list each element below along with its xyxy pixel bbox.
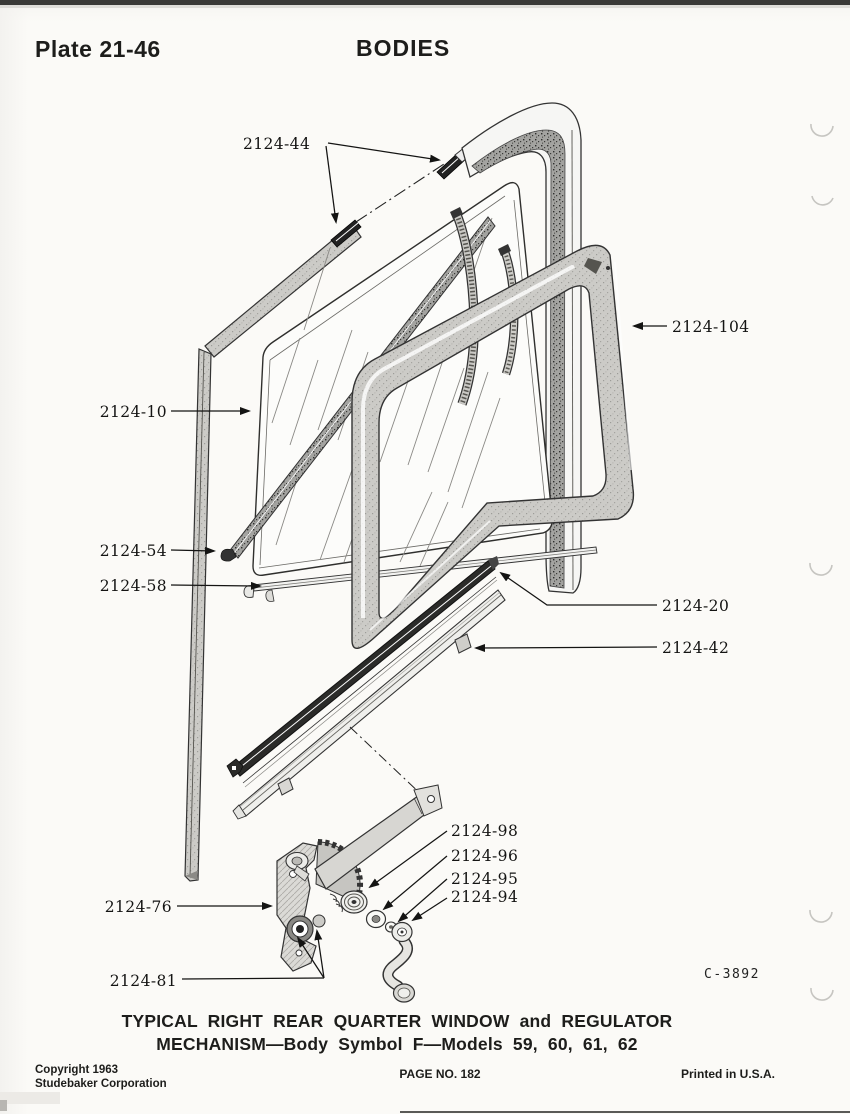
punch-hole (810, 987, 834, 1001)
scan-edge-top (0, 0, 850, 5)
caption-line-1: TYPICAL RIGHT REAR QUARTER WINDOW and RE… (121, 1011, 673, 1031)
window-frame (351, 244, 635, 649)
weatherstrip-end-curl (243, 585, 255, 598)
copyright-line-1: Copyright 1963 (35, 1064, 119, 1076)
figure-caption: TYPICAL RIGHT REAR QUARTER WINDOW and RE… (0, 1010, 794, 1056)
punch-hole (811, 195, 834, 206)
part-label-2124-94: 2124-94 (451, 888, 518, 906)
part-label-2124-54: 2124-54 (100, 542, 167, 560)
channel-end-hook (232, 804, 247, 820)
part-label-2124-10: 2124-10 (100, 403, 167, 421)
part-label-2124-104: 2124-104 (672, 318, 749, 336)
part-label-2124-20: 2124-20 (662, 597, 729, 615)
lower-channel-light (232, 589, 506, 820)
regulator-arm (314, 795, 429, 890)
punch-holes (809, 123, 834, 1001)
regulator-spring-cup (340, 890, 368, 914)
part-label-2124-81: 2124-81 (110, 972, 177, 990)
run-channel-left-leg (184, 348, 212, 882)
punch-hole (809, 909, 833, 923)
handle-washer (365, 909, 387, 929)
copyright-line-2: Studebaker Corporation (35, 1078, 167, 1090)
caption-line-2: MECHANISM—Body Symbol F—Models 59, 60, 6… (156, 1034, 638, 1054)
part-label-2124-95: 2124-95 (451, 870, 518, 888)
part-label-2124-76: 2124-76 (105, 898, 172, 916)
part-label-2124-42: 2124-42 (662, 639, 729, 657)
page-number: PAGE NO. 182 (399, 1067, 481, 1081)
scan-smudge (0, 1092, 60, 1104)
channel-end-curl (220, 548, 237, 562)
crank-handle (382, 921, 416, 1003)
scan-edge-top-shadow (0, 5, 850, 8)
scan-smudge (0, 1100, 7, 1111)
plate-number: Plate 21-46 (35, 36, 161, 62)
punch-hole (810, 123, 834, 137)
page-title: BODIES (356, 35, 451, 61)
leader-lines (170, 142, 667, 980)
copyright-note: Copyright 1963 Studebaker Corporation (35, 1063, 167, 1091)
run-channel-assembly (184, 102, 582, 882)
part-label-2124-98: 2124-98 (451, 822, 518, 840)
part-label-2124-96: 2124-96 (451, 847, 518, 865)
figure-code: C-3892 (704, 967, 760, 982)
punch-hole (809, 562, 833, 576)
part-label-2124-58: 2124-58 (100, 577, 167, 595)
printed-in-note: Printed in U.S.A. (681, 1067, 776, 1081)
regulator-assembly (276, 784, 443, 1003)
channel-bracket (454, 633, 472, 654)
part-labels: 2124-44 2124-10 2124-54 2124-58 2124-104… (100, 135, 749, 990)
run-channel-flocking (471, 129, 566, 589)
part-label-2124-44: 2124-44 (243, 135, 310, 153)
lower-channel-dark (226, 556, 499, 788)
scan-edge-bottom (400, 1111, 850, 1113)
run-channel-top-rail (204, 223, 362, 358)
channel-clip (277, 777, 294, 796)
